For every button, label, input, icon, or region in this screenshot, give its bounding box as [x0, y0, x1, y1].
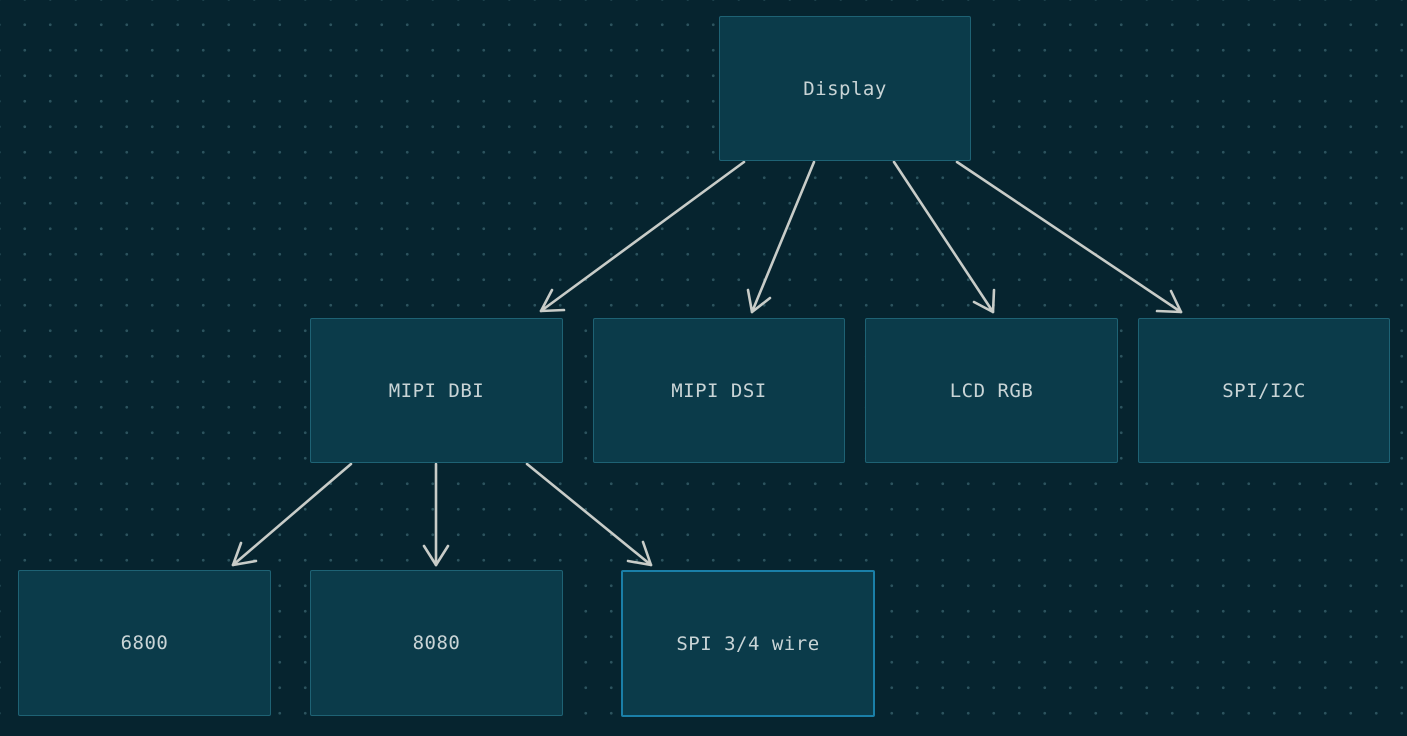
arrow-display-to-lcd-rgb — [892, 160, 996, 314]
arrow-display-to-mipi-dsi — [746, 160, 816, 314]
arrow-display-to-mipi-dbi — [539, 160, 746, 313]
node-lcd-rgb[interactable]: LCD RGB — [865, 318, 1118, 463]
node-label: MIPI DBI — [388, 379, 485, 402]
arrow-mipi-dbi-to-8080 — [422, 462, 450, 567]
node-label: 8080 — [412, 632, 461, 654]
arrow-mipi-dbi-to-6800 — [231, 462, 353, 567]
node-mipi-dsi[interactable]: MIPI DSI — [593, 318, 845, 463]
arrow-display-to-spi-i2c — [955, 160, 1183, 314]
node-label: Display — [803, 77, 887, 100]
node-label: MIPI DSI — [671, 379, 767, 402]
node-6800[interactable]: 6800 — [18, 570, 271, 716]
arrow-mipi-dbi-to-spi-3-4-wire — [525, 462, 653, 567]
node-label: SPI/I2C — [1222, 379, 1306, 402]
node-mipi-dbi[interactable]: MIPI DBI — [310, 318, 563, 463]
node-label: LCD RGB — [949, 379, 1034, 402]
node-8080[interactable]: 8080 — [310, 570, 563, 716]
node-label: 6800 — [120, 632, 169, 654]
node-display[interactable]: Display — [719, 16, 971, 161]
node-spi-3-4-wire[interactable]: SPI 3/4 wire — [621, 570, 875, 717]
node-spi-i2c[interactable]: SPI/I2C — [1138, 318, 1390, 463]
node-label: SPI 3/4 wire — [676, 632, 820, 655]
